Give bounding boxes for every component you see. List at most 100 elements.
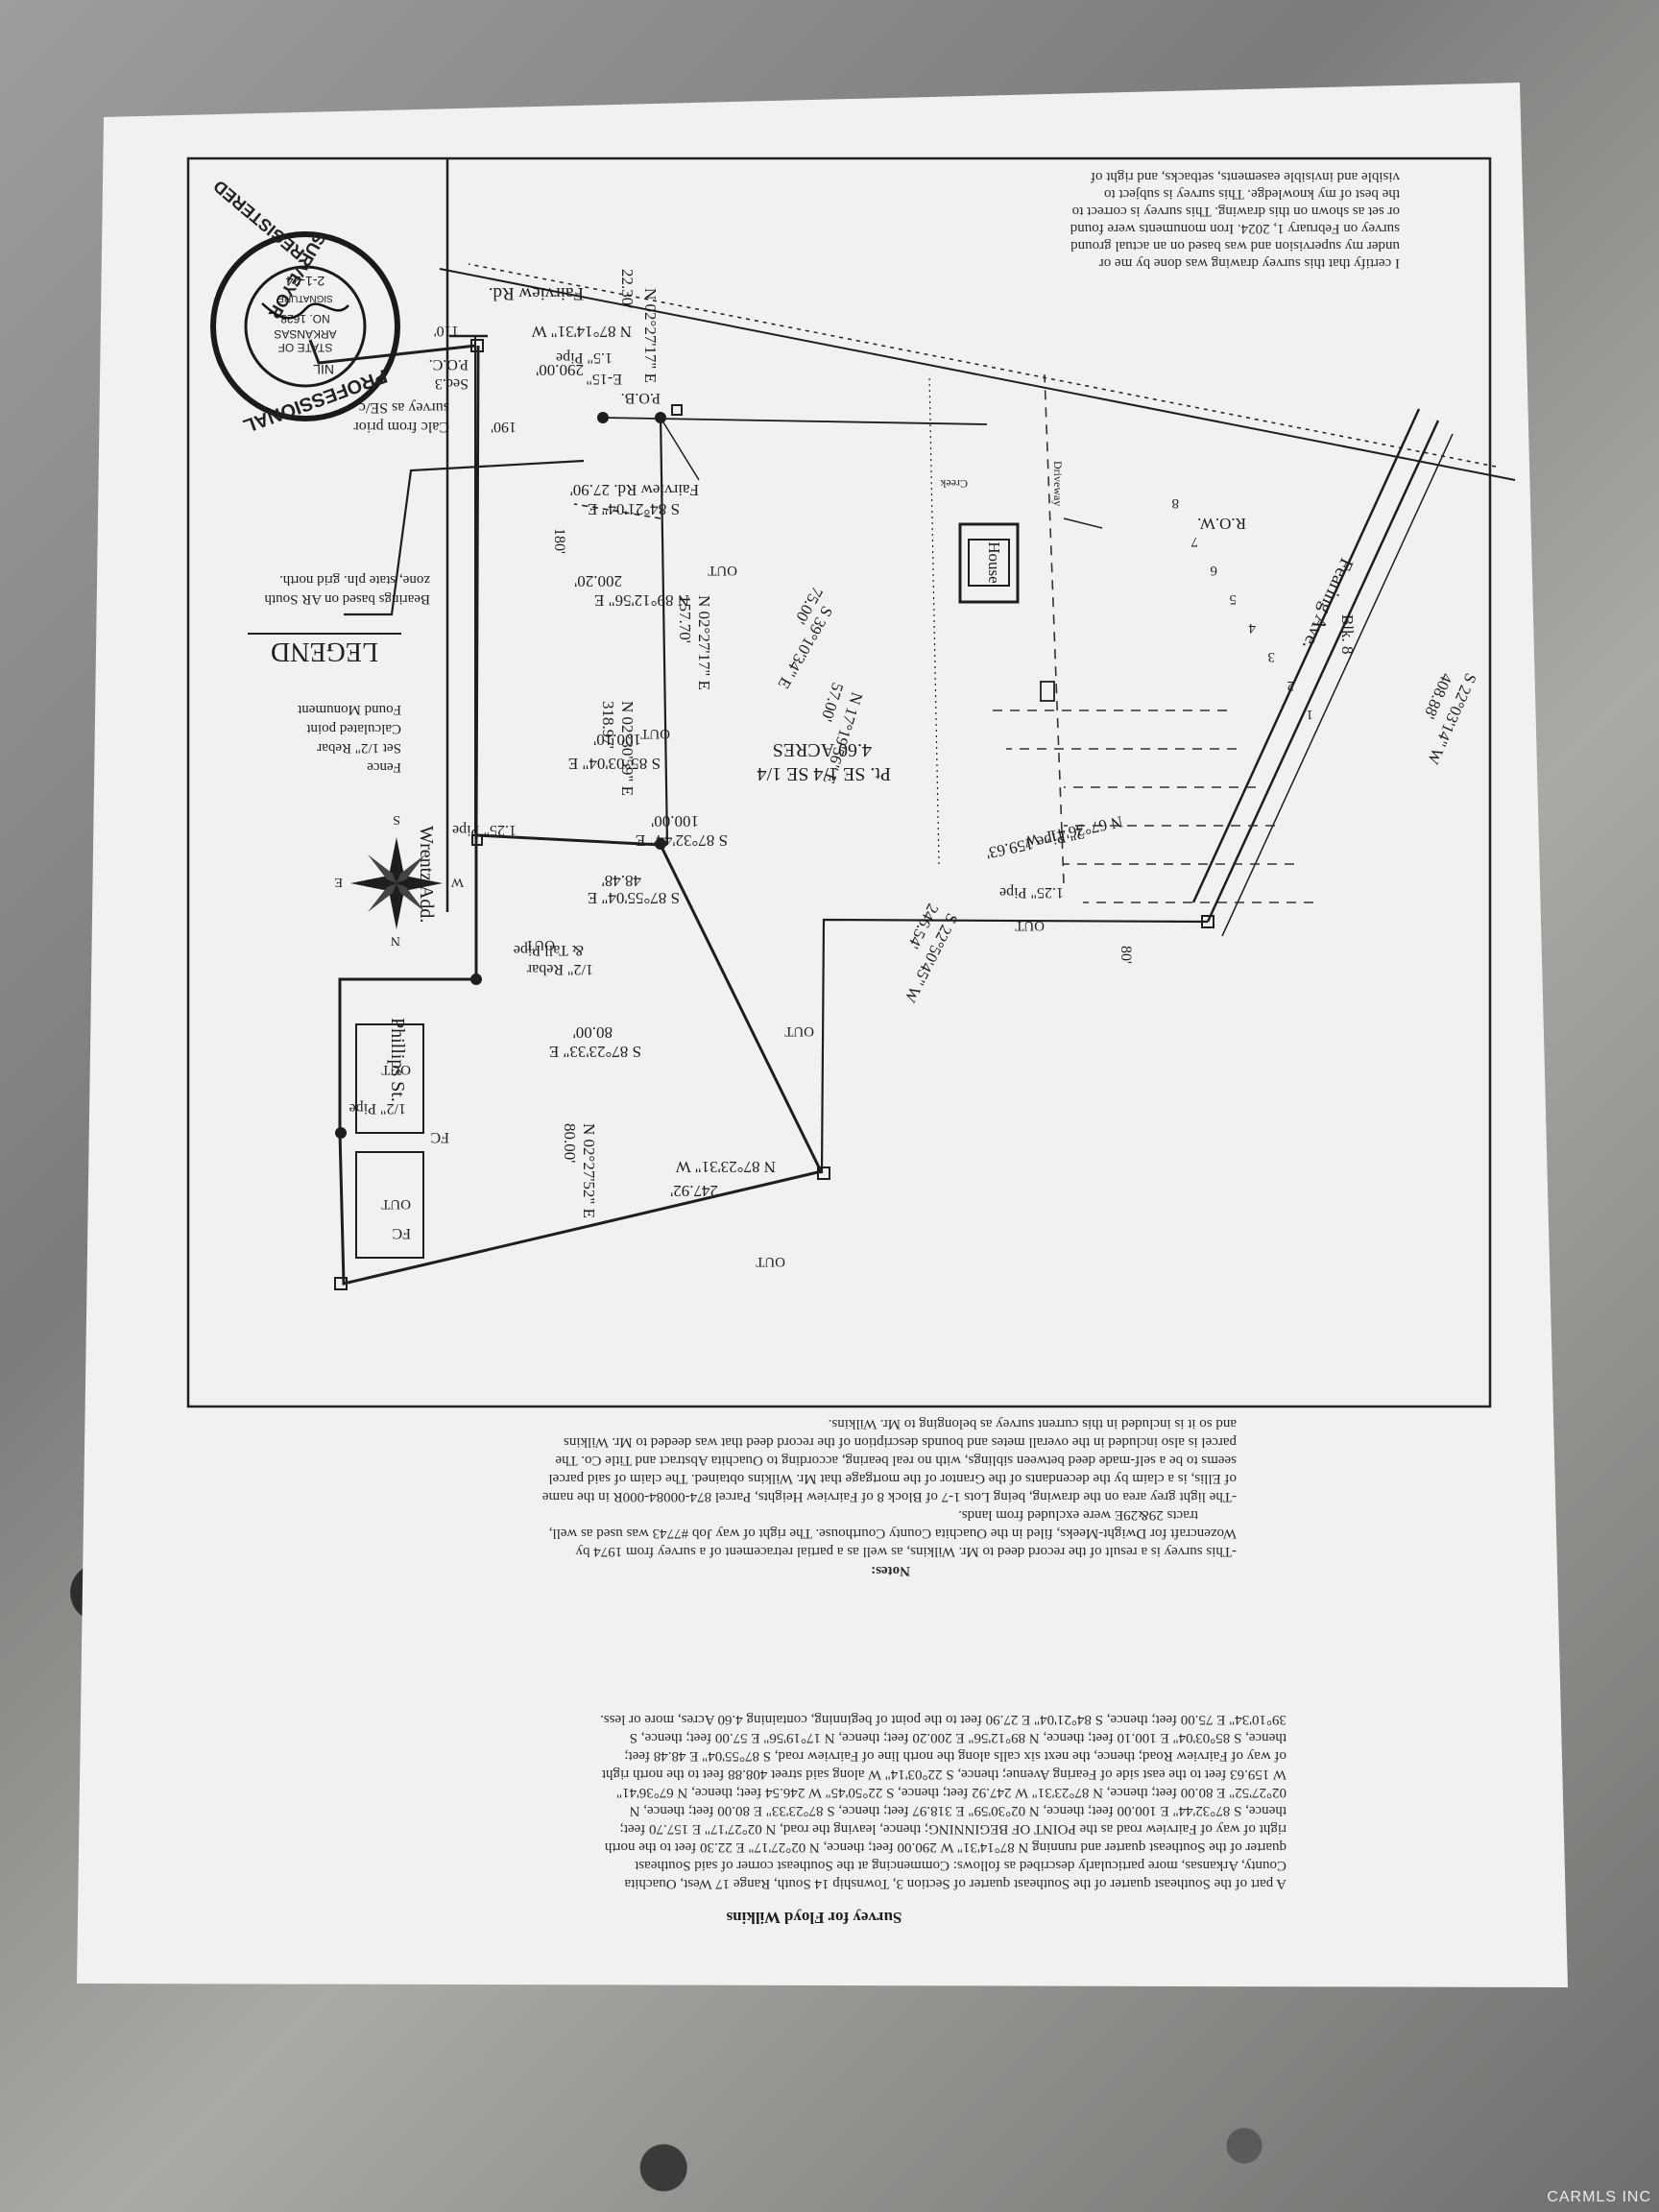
tract-label: Pt. SE 1/4 SE 1/4: [757, 763, 891, 784]
legal-description: A part of the Southeast quarter of the S…: [600, 1712, 1286, 1891]
notes-title: Notes:: [871, 1563, 910, 1578]
cert-line: under my supervision and was based on an…: [1070, 238, 1400, 253]
distance-label: 200.20': [574, 572, 622, 590]
bearing-label: N 02°27'52" E: [580, 1123, 598, 1218]
distance-label: 48.48': [602, 872, 641, 890]
legend-item-fence: Fence: [367, 759, 401, 775]
out-label: OUT: [640, 726, 670, 741]
compass-s: S: [393, 812, 400, 827]
fearing-avenue-lines: [1191, 408, 1454, 937]
lot-numbers: 1 2 3 4 5 6 7 8: [1172, 495, 1314, 722]
note-line: Wozencraft for Dwight-Meeks, filed in th…: [549, 1526, 1237, 1541]
pipe-label: 1/2" Pipe: [349, 1100, 406, 1117]
area-labels: Pt. SE 1/4 SE 1/4 4.60 ACRES Wrentz Add.…: [387, 283, 1358, 1102]
rebar-label: 1/2" Rebar: [526, 961, 593, 977]
note-line: tracts 29&29E were excluded from lands.: [958, 1507, 1198, 1523]
pipe-label: E-15": [586, 371, 622, 387]
compass-e: E: [334, 875, 343, 889]
plat-frame: [186, 156, 1492, 1408]
distance-label: 2" Pipe 159.63': [984, 824, 1086, 862]
legend-item-calculated-point: Calculated point: [305, 721, 401, 736]
calc-note-2: survey as SE/c: [359, 399, 449, 416]
survey-title: Survey for Floyd Wilkins: [726, 1909, 902, 1927]
desc-line: thence, S 85°03'04" E 100.10 feet; thenc…: [630, 1730, 1286, 1745]
legend-title: LEGEND: [271, 637, 378, 666]
notes-block: Notes: -This survey is a result of the r…: [542, 1416, 1237, 1578]
lot-number: 5: [1230, 591, 1238, 607]
distance-80: 80': [1118, 946, 1134, 964]
pipe-label: 1.25" Pipe: [452, 822, 517, 838]
distance-label: 80.00': [573, 1023, 613, 1042]
bearing-label: S 87°32'44" E: [636, 831, 728, 850]
pipe-label: 1.25" Pipe: [999, 884, 1064, 901]
distance-label: 22.30': [618, 269, 637, 308]
desc-line: thence, S 87°32'44" E 100.00 feet; thenc…: [630, 1803, 1286, 1818]
north-arrow-icon: N S E W: [334, 812, 464, 948]
note-line: seems to be a self-made deed between sib…: [555, 1453, 1237, 1468]
creek-label: Creek: [940, 477, 968, 491]
signature-scribble: [261, 302, 349, 320]
out-label: OUT: [381, 1062, 411, 1077]
certification-block: I certify that this survey drawing was d…: [1070, 169, 1400, 271]
seal-number: NO. 1628: [280, 312, 330, 325]
seal-state: STATE OF: [278, 341, 333, 354]
bearing-label: S 87°55'04" E: [588, 889, 680, 907]
lot-number: 4: [1248, 620, 1256, 636]
out-label: OUT: [784, 1023, 814, 1039]
wrentz-lots: [355, 336, 476, 1259]
driveway-label: Driveway: [1051, 461, 1065, 506]
internal-lines: [344, 373, 1209, 1174]
distance-190: 190': [491, 419, 517, 435]
lot-number: 6: [1210, 563, 1217, 578]
acreage-label: 4.60 ACRES: [773, 739, 872, 760]
bearing-label: S 84°21'04" E: [588, 500, 680, 518]
bearing-label: S 85°03'04" E: [568, 755, 661, 773]
out-label: OUT: [525, 937, 555, 952]
note-line: and so it is included in this current su…: [829, 1416, 1237, 1431]
desc-line: 39°10'34" E 75.00 feet; thence, S 84°21'…: [600, 1712, 1286, 1727]
out-label: OUT: [1015, 918, 1045, 933]
lot-number: 2: [1287, 678, 1295, 693]
seal-abbrev: NIL: [313, 362, 334, 377]
pipe-label: 1.5" Pipe: [556, 349, 613, 366]
cert-line: or set as shown on this drawing. This su…: [1072, 204, 1400, 219]
note-line: parcel is also included in the overall m…: [564, 1434, 1237, 1450]
note-line: of Ellis, is a claim by the decendants o…: [548, 1471, 1237, 1486]
distance-110: 110': [434, 323, 459, 339]
distance-label: 247.92': [670, 1182, 718, 1200]
seal-signature-label: SIGNATURE: [277, 293, 333, 303]
block-label: Blk. 8: [1338, 614, 1357, 655]
bearing-label: N 87°14'31" W: [531, 323, 632, 341]
bearing-basis-1: Bearings based on AR South: [264, 591, 430, 607]
cert-line: survey on February 1, 2024. Iron monumen…: [1070, 221, 1400, 236]
legend: LEGEND Found Monument Calculated point S…: [248, 572, 430, 775]
fence-corner-label: FC: [392, 1225, 411, 1241]
house-label: House: [985, 541, 1003, 583]
legend-item-set-rebar: Set 1/2" Rebar: [317, 740, 401, 756]
boundary-labels: N 02°27'17" E 22.30' N 87°14'31" W 290.0…: [531, 269, 1480, 1218]
fairview-road-label: Fairview Rd.: [489, 283, 584, 303]
desc-line: of way of Fairview Road; thence, the nex…: [624, 1748, 1286, 1764]
legend-item-found-monument: Found Monument: [297, 702, 401, 717]
bearing-label: N 02°27'17" E: [641, 288, 660, 383]
distance-label: 290.00': [536, 361, 584, 379]
bearing-label: N 87°23'31" W: [675, 1158, 776, 1176]
bearing-label: N 89°12'56" E: [594, 591, 689, 610]
bearing-label: N 02°30'59" E: [618, 701, 637, 796]
fairview-road-lines: [439, 263, 1516, 481]
calc-note-1: Calc from prior: [353, 419, 449, 435]
pob-label: P.O.B.: [621, 390, 661, 406]
bearing-label: N 02°27'17" E: [695, 595, 713, 690]
note-line: -This survey is a result of the record d…: [575, 1544, 1237, 1559]
distance-180: 180': [551, 528, 567, 554]
out-label: OUT: [756, 1254, 785, 1269]
compass-n: N: [391, 933, 400, 948]
desc-line: County, Arkansas, more particularly desc…: [634, 1858, 1286, 1873]
bearing-basis-2: zone, state pln. grid north.: [279, 572, 430, 588]
desc-line: quarter of the Southeast quarter and run…: [604, 1839, 1286, 1855]
wrentz-addition-label: Wrentz Add.: [416, 826, 437, 923]
lot-number: 1: [1307, 707, 1314, 722]
phillips-street-label: Phillips St.: [387, 1018, 408, 1102]
compass-w: W: [450, 875, 464, 889]
watermark: CARMLS INC: [1547, 2189, 1651, 2205]
